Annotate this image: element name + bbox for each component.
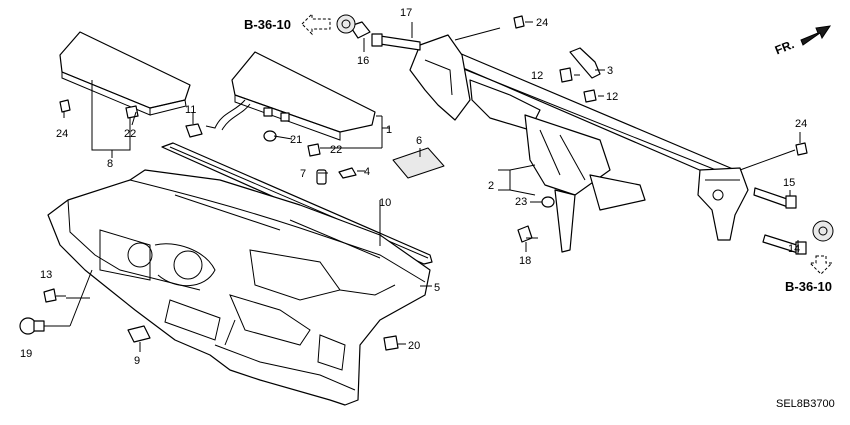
screw-24-c[interactable] [795,142,808,156]
callout-4: 4 [364,166,370,178]
callout-21: 21 [290,134,302,146]
callout-18: 18 [519,255,531,267]
leader-lines [44,21,801,352]
callout-1: 1 [386,124,392,136]
callout-3: 3 [607,65,613,77]
clip-20[interactable] [383,335,399,351]
clip-22-b[interactable] [307,143,321,157]
ref-arrow-top: B-36-10 [244,12,331,36]
grommet-top[interactable] [336,14,356,34]
clip-22-a[interactable] [125,105,139,119]
callout-13: 13 [40,269,52,281]
callout-12-b: 12 [606,91,618,103]
callout-11: 11 [185,104,196,116]
callout-labels: 1 2 3 4 5 6 7 8 9 10 11 12 12 13 14 15 1… [20,7,807,367]
bolt-17[interactable] [371,33,421,51]
callout-15: 15 [783,177,795,189]
clip-9[interactable] [127,325,151,343]
callout-22-a: 22 [124,128,136,140]
callout-9: 9 [134,355,140,367]
part-steering-hanger-beam[interactable] [409,34,749,253]
part-clip-11[interactable] [185,116,203,138]
front-arrow-icon [800,25,832,46]
callout-17: 17 [400,7,412,19]
callout-19: 19 [20,348,32,360]
callout-16: 16 [357,55,369,67]
callout-10: 10 [379,197,391,209]
front-label: FR. [773,37,796,57]
bolt-12-a[interactable] [559,67,573,83]
part-pad-6[interactable] [392,147,445,179]
screw-24-a[interactable] [59,99,71,113]
bolt-18[interactable] [517,225,538,243]
part-fastener-4[interactable] [338,167,357,179]
part-bracket-3[interactable] [569,47,601,79]
part-passenger-airbag-cover[interactable] [59,31,191,116]
callout-23: 23 [515,196,527,208]
nut-23[interactable] [541,196,555,208]
callout-8: 8 [107,158,113,170]
callout-24-b: 24 [536,17,548,29]
diagram-code: SEL8B3700 [776,398,835,410]
screw-24-b[interactable] [513,15,525,29]
ref-label-top[interactable]: B-36-10 [244,17,291,32]
callout-22-b: 22 [330,144,342,156]
callout-20: 20 [408,340,420,352]
part-fastener-7[interactable] [316,169,327,185]
ref-arrow-bottom: B-36-10 [785,255,834,294]
front-direction-indicator: FR. [773,25,832,57]
part-airbag-module[interactable] [205,51,376,141]
callout-12-a: 12 [531,70,543,82]
callout-7: 7 [300,168,306,180]
callout-24-c: 24 [795,118,807,130]
grommet-bottom[interactable] [812,220,834,242]
callout-14: 14 [788,243,800,255]
bolt-19[interactable] [19,317,45,335]
bolt-15[interactable] [753,187,797,209]
bolt-12-b[interactable] [583,89,597,103]
callout-5: 5 [434,282,440,294]
part-instrument-panel[interactable] [47,169,431,406]
callout-2: 2 [488,180,494,192]
ref-label-bottom[interactable]: B-36-10 [785,279,832,294]
callout-6: 6 [416,135,422,147]
bolt-13[interactable] [43,288,66,303]
callout-24-a: 24 [56,128,68,140]
